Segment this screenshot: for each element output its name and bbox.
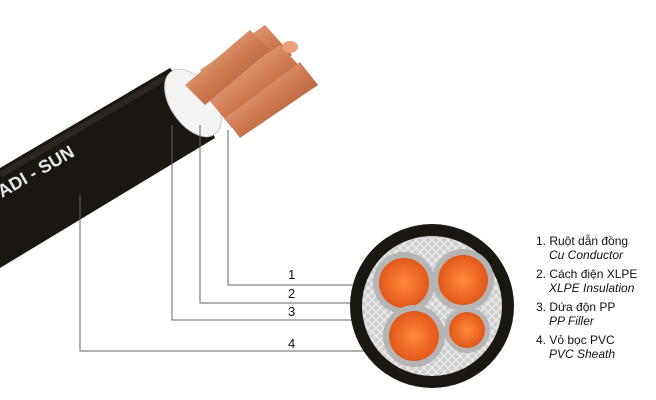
- legend-vi: 1. Ruột dẫn đồng: [536, 234, 629, 248]
- legend-en: PVC Sheath: [549, 347, 616, 361]
- callout-2: 2: [288, 286, 296, 301]
- cable-sheath: [0, 68, 215, 268]
- legend-en: XLPE Insulation: [549, 281, 635, 295]
- callout-3: 3: [288, 304, 296, 319]
- leader-lines: [79, 125, 395, 352]
- legend-vi: 4. Vỏ bọc PVC: [536, 333, 615, 347]
- cross-section: [350, 224, 514, 388]
- legend-en: Cu Conductor: [549, 248, 624, 262]
- copper-conductors: [185, 25, 318, 138]
- callout-4: 4: [288, 336, 296, 351]
- callout-1: 1: [288, 267, 296, 282]
- legend-vi: 2. Cách điện XLPE: [536, 267, 638, 281]
- legend-en: PP Filler: [549, 314, 594, 328]
- legend-vi: 3. Dứa độn PP: [536, 300, 616, 314]
